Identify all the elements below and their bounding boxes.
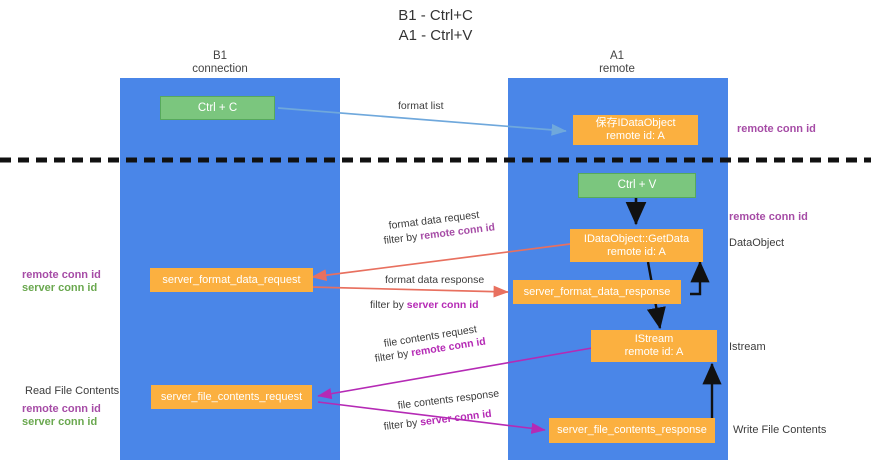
side-label-right-remote-conn-id-mid: remote conn id xyxy=(729,211,808,223)
arrow-label-format-data-response: format data response xyxy=(385,274,484,287)
column-header-a1-name: A1 xyxy=(609,50,625,62)
box-save-dataobject[interactable]: 保存IDataObject remote id: A xyxy=(573,115,698,145)
box-server-format-data-request[interactable]: server_format_data_request xyxy=(150,268,313,292)
arrow-label-format-list: format list xyxy=(398,100,444,113)
box-getdata-line2: remote id: A xyxy=(607,245,666,258)
filter-prefix: filter by xyxy=(370,299,407,311)
side-label-right-dataobject: DataObject xyxy=(729,237,785,249)
box-save-dataobject-line1: 保存IDataObject xyxy=(595,117,676,129)
filter-key-server-conn-id: server conn id xyxy=(406,299,479,311)
side-label-left-server-conn-id-mid: server conn id xyxy=(22,282,98,294)
box-server-file-contents-response-label: server_file_contents_response xyxy=(557,424,707,436)
filter-prefix: filter by xyxy=(383,416,421,433)
side-label-right-istream: Istream xyxy=(729,341,766,353)
side-label-right-remote-conn-id-top: remote conn id xyxy=(737,123,816,135)
column-header-b1-role: connection xyxy=(192,63,248,75)
box-ctrl-c[interactable]: Ctrl + C xyxy=(160,96,275,120)
filter-prefix: filter by xyxy=(374,347,413,365)
box-istream[interactable]: IStream remote id: A xyxy=(591,330,717,362)
arrow-label-format-data-response-filter: filter by server conn id xyxy=(370,299,479,312)
side-label-left-remote-conn-id-mid: remote conn id xyxy=(22,269,101,281)
box-getdata-line1: IDataObject::GetData xyxy=(583,232,690,245)
box-ctrl-c-label: Ctrl + C xyxy=(197,101,238,114)
filter-key-server-conn-id: server conn id xyxy=(419,407,493,429)
box-server-file-contents-request-label: server_file_contents_request xyxy=(160,390,303,403)
side-label-right-write-file-contents: Write File Contents xyxy=(733,424,827,436)
side-label-left-read-file-contents: Read File Contents xyxy=(25,385,120,397)
box-save-dataobject-line2: remote id: A xyxy=(606,130,665,142)
column-header-a1-role: remote xyxy=(599,63,635,75)
arrow-label-format-data-response-text: format data response xyxy=(385,274,485,286)
box-server-file-contents-request[interactable]: server_file_contents_request xyxy=(151,385,312,409)
column-header-b1: B1 connection xyxy=(140,50,300,76)
arrow-label-format-list-text: format list xyxy=(398,100,444,112)
box-server-format-data-request-label: server_format_data_request xyxy=(162,273,301,286)
side-label-left-server-conn-id-bot: server conn id xyxy=(22,416,98,428)
column-header-a1: A1 remote xyxy=(537,50,697,76)
box-istream-line1: IStream xyxy=(634,333,674,345)
side-label-left-remote-conn-id-bot: remote conn id xyxy=(22,403,101,415)
column-header-b1-name: B1 xyxy=(212,50,228,62)
box-idataobject-getdata[interactable]: IDataObject::GetData remote id: A xyxy=(570,229,703,262)
box-ctrl-v[interactable]: Ctrl + V xyxy=(578,173,696,198)
box-server-format-data-response-label: server_format_data_response xyxy=(523,285,671,298)
box-ctrl-v-label: Ctrl + V xyxy=(617,179,657,191)
box-istream-line2: remote id: A xyxy=(624,346,684,358)
box-server-format-data-response[interactable]: server_format_data_response xyxy=(513,280,681,304)
box-server-file-contents-response[interactable]: server_file_contents_response xyxy=(549,418,715,443)
title-line-2: A1 - Ctrl+V xyxy=(398,27,473,44)
diagram-title: B1 - Ctrl+C A1 - Ctrl+V xyxy=(0,6,871,46)
title-line-1: B1 - Ctrl+C xyxy=(398,7,473,24)
